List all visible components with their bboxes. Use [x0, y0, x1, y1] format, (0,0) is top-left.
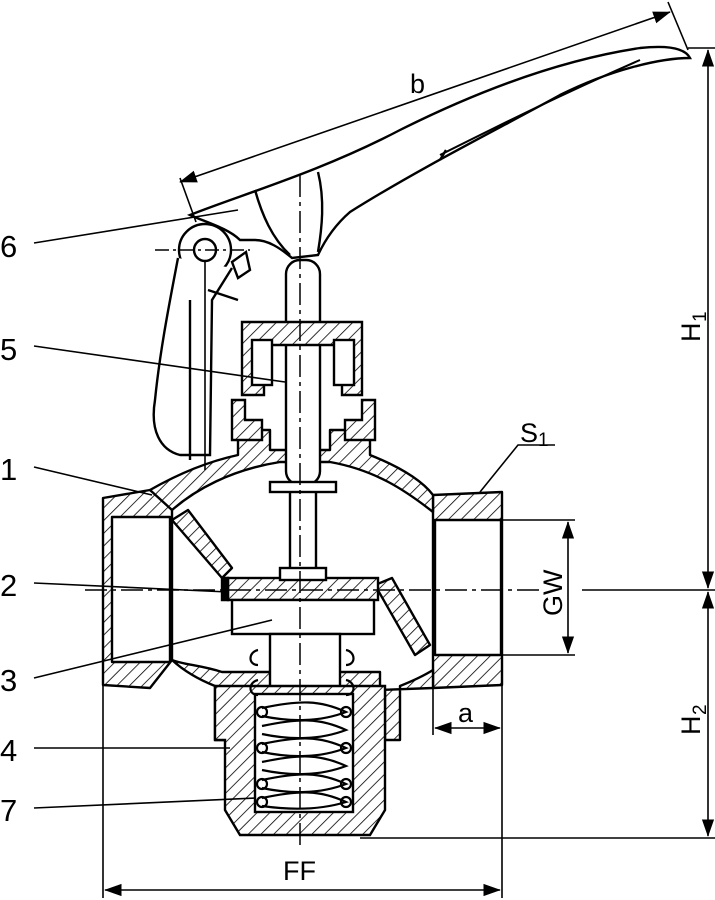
center-lines: [85, 175, 540, 848]
callout-leaders: [33, 209, 286, 809]
dimension-labels: b H 1 H 2 S 1 GW a FF: [283, 69, 711, 886]
dim-h2-label: H 2: [676, 704, 711, 735]
callout-5: 5: [0, 332, 17, 367]
callout-4: 4: [0, 733, 17, 768]
dim-s1-main: S: [520, 418, 538, 448]
callout-6: 6: [0, 229, 17, 264]
gland: [230, 320, 377, 494]
dim-s1-label: S 1: [520, 418, 549, 451]
callout-1: 1: [0, 452, 17, 487]
callout-2: 2: [0, 568, 17, 603]
spring: [249, 648, 355, 810]
spindle: [278, 258, 328, 582]
callouts: 6 5 1 2 3 4 7: [0, 229, 17, 828]
dim-a-label: a: [458, 698, 474, 728]
dim-gw-label: GW: [538, 569, 568, 616]
dim-h2-main: H: [676, 716, 706, 736]
dim-b-label: b: [410, 69, 425, 99]
callout-3: 3: [0, 663, 17, 698]
valve-disc: [220, 576, 380, 696]
dim-s1-sub: 1: [538, 430, 549, 451]
dim-h1-label: H 1: [676, 311, 711, 342]
dim-h1-sub: 1: [690, 311, 711, 322]
callout-7: 7: [0, 793, 17, 828]
dimension-lines: [102, 1, 715, 898]
dim-h1-main: H: [676, 323, 706, 343]
dim-ff-label: FF: [283, 856, 316, 886]
dim-h2-sub: 2: [690, 704, 711, 715]
